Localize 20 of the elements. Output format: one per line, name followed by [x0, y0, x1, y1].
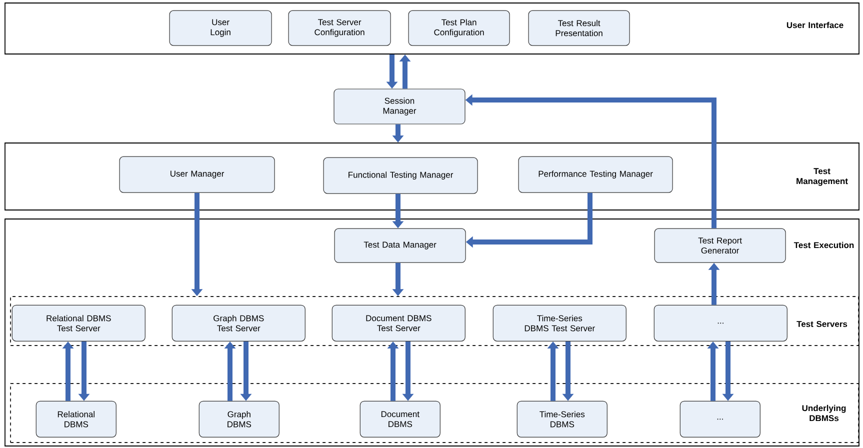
component-box: Test Result Presentation: [528, 10, 630, 46]
component-box: ...: [654, 304, 788, 342]
component-box: Performance Testing Manager: [518, 156, 673, 193]
component-box: Graph DBMS: [198, 400, 280, 438]
component-box: Test Plan Configuration: [408, 10, 510, 46]
component-box: ...: [680, 400, 760, 438]
component-box: Test Report Generator: [654, 228, 786, 263]
component-box: Time-Series DBMS: [516, 400, 608, 438]
component-box: Time-Series DBMS Test Server: [492, 304, 626, 342]
component-box: Graph DBMS Test Server: [172, 304, 306, 342]
component-box: User Manager: [119, 156, 275, 193]
component-box: User Login: [169, 10, 272, 46]
component-box: Functional Testing Manager: [323, 157, 478, 194]
component-box: Relational DBMS: [36, 400, 116, 438]
component-box: Document DBMS: [360, 400, 440, 438]
component-box: Relational DBMS Test Server: [12, 304, 146, 342]
component-box: Test Data Manager: [334, 228, 466, 263]
component-box: Document DBMS Test Server: [332, 304, 466, 342]
component-box: Session Manager: [334, 88, 466, 124]
component-box: Test Server Configuration: [288, 10, 391, 46]
